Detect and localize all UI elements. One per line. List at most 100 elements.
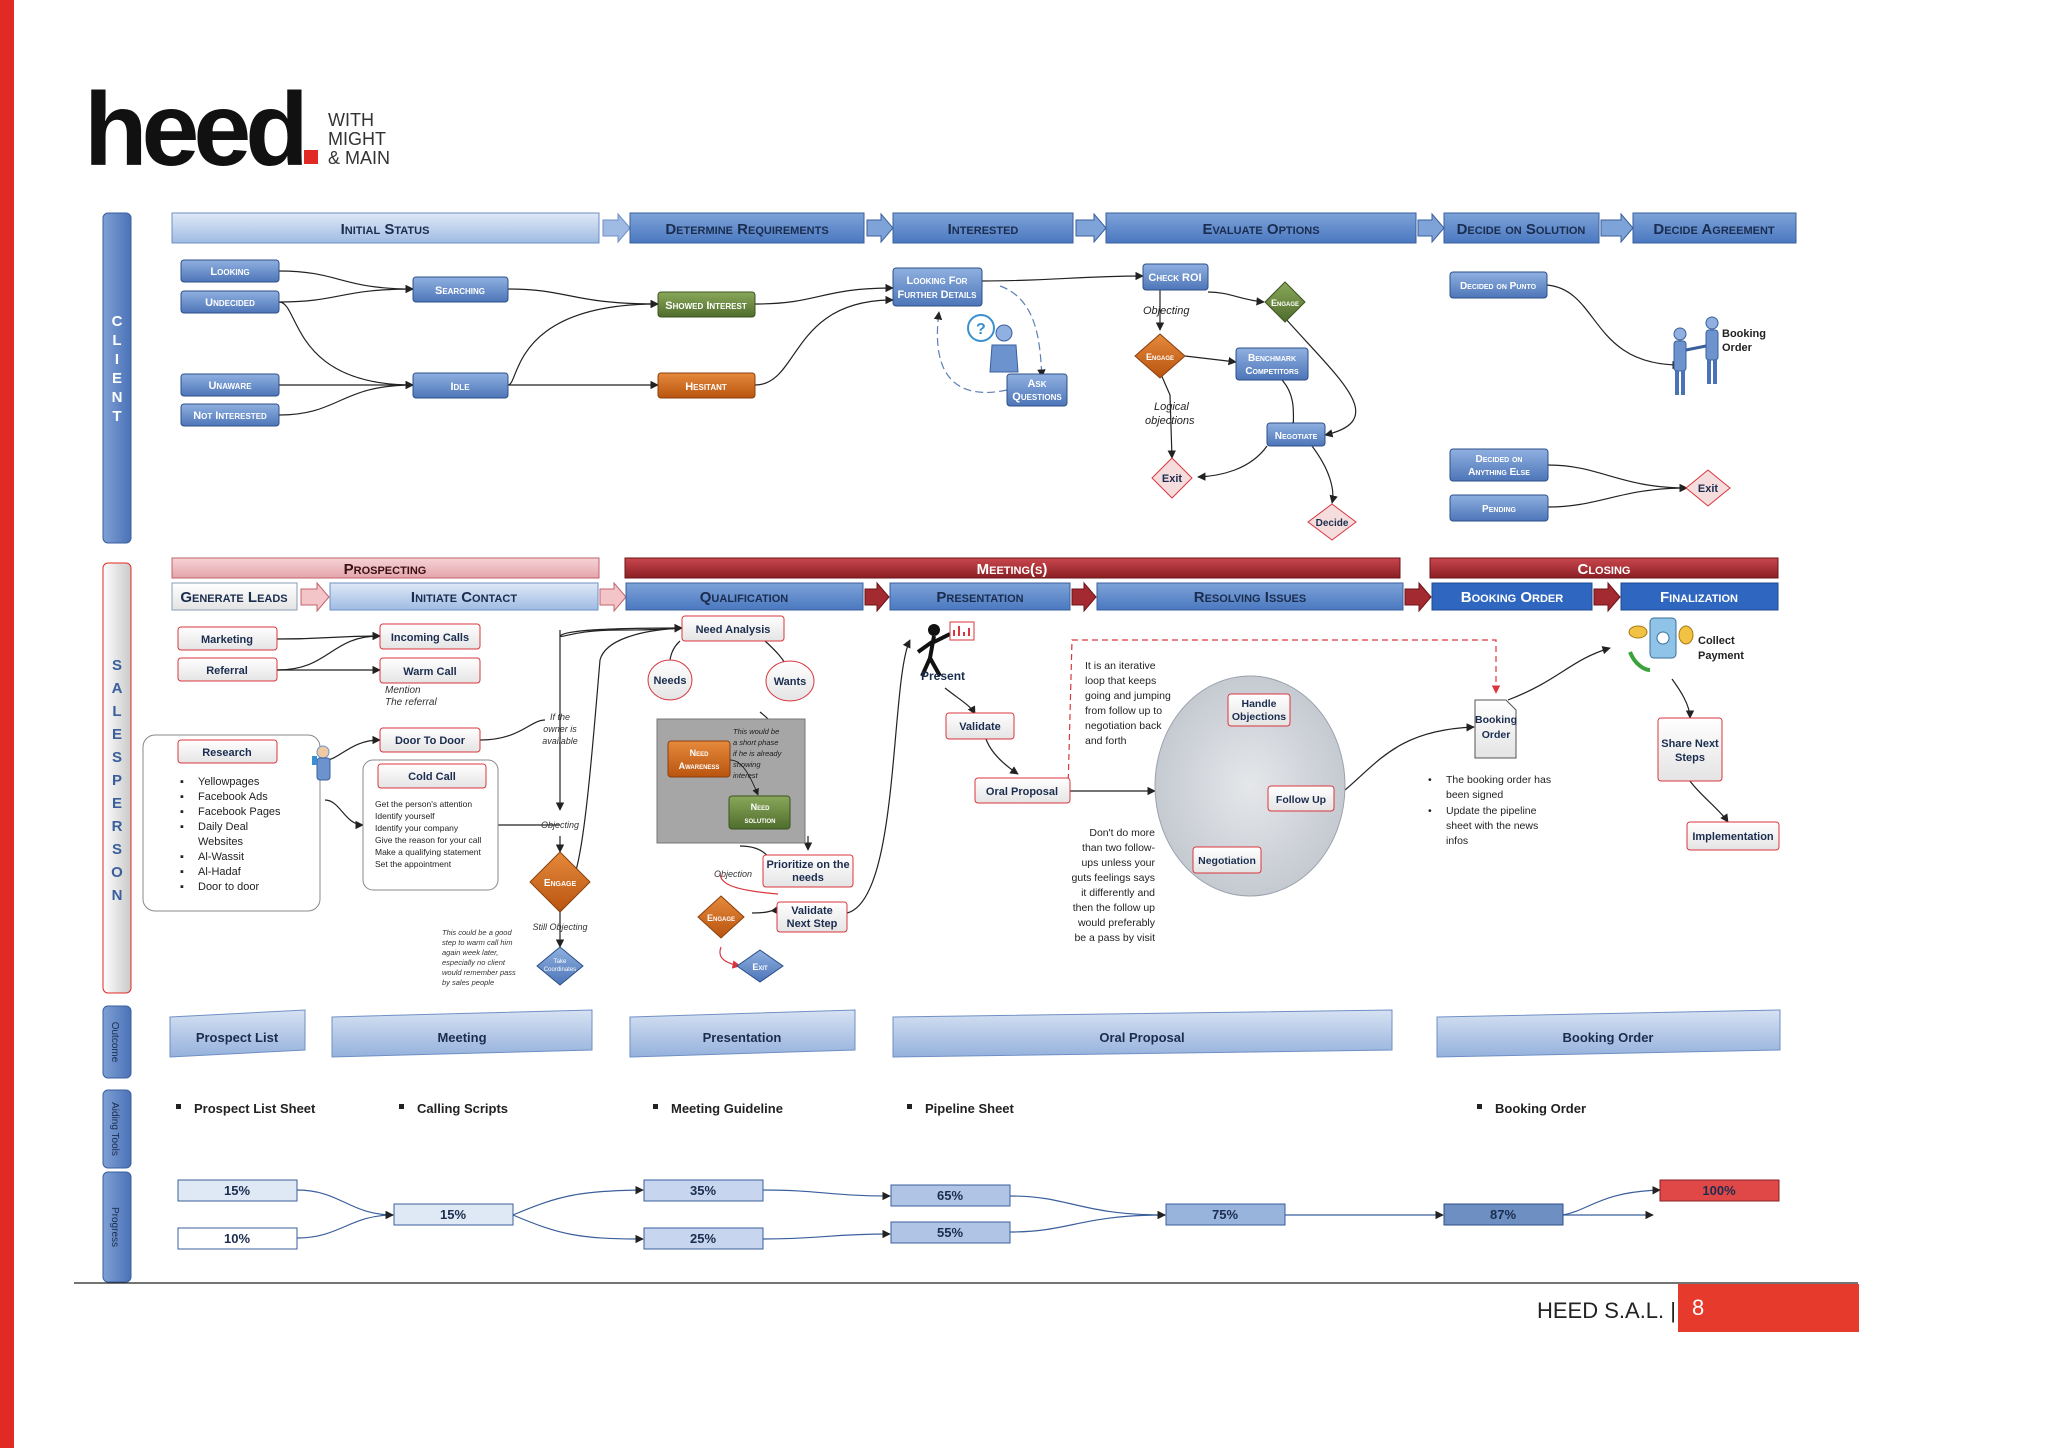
label-if-owner: If the [550,712,570,722]
research-item: Daily Deal [198,821,248,833]
svg-text:Oral Proposal: Oral Proposal [986,786,1058,798]
sales-stage-headers: Generate Leads Initiate Contact Qualific… [171,581,1779,613]
svg-text:Engage: Engage [1146,352,1174,362]
resolving-issues-loop: Handle Objections Follow Up Negotiation [1154,675,1346,897]
research-item: Facebook Ads [198,791,268,803]
node-marketing: Marketing [177,626,278,651]
svg-text:Anything Else: Anything Else [1468,467,1530,478]
phone-person-icon [312,745,331,781]
node-implementation: Implementation [1686,821,1780,851]
phase-prospecting-label: Prospecting [344,561,427,578]
node-need-analysis: Need Analysis [681,615,785,642]
footer-company: HEED S.A.L. | [1537,1298,1676,1323]
node-incoming-calls: Incoming Calls [379,623,481,650]
svg-text:Decide: Decide [1316,518,1349,529]
node-door-to-door: Door To Door [379,727,481,753]
label-if-owner: available [542,736,578,746]
svg-text:Further Details: Further Details [898,289,978,301]
label-collect-payment-1: Collect [1698,635,1735,647]
svg-text:Engage: Engage [544,878,577,889]
sales-header-finalization-label: Finalization [1660,589,1738,606]
svg-text:Searching: Searching [435,285,485,297]
label-objecting-sales: Objecting [541,820,579,830]
svg-text:Looking: Looking [210,266,249,278]
svg-text:step to warm call him: step to warm call him [442,938,512,947]
svg-text:L: L [112,332,121,349]
sales-header-generate-leads [171,582,298,611]
tool-prospect-list-sheet: Prospect List Sheet [194,1101,316,1116]
node-cold-call: Cold Call [408,771,456,783]
node-exit-sales: Exit [736,949,784,983]
client-header-decide-on-solution-label: Decide on Solution [1457,221,1586,238]
research-item: Websites [198,836,244,848]
stage-arrow [300,581,330,613]
stage-arrow [602,212,631,244]
svg-text:▪: ▪ [180,806,184,818]
client-header-decide-agreement [1632,212,1797,244]
outcome-oral-proposal: Oral Proposal [1099,1030,1184,1045]
research-item: Door to door [198,881,259,893]
svg-text:Warm Call: Warm Call [403,666,456,678]
sales-header-initiate-contact-label: Initiate Contact [411,589,517,606]
svg-text:Booking: Booking [1475,714,1517,726]
node-decided-on-punto: Decided on Punto [1449,271,1548,299]
svg-text:if he is already: if he is already [733,749,783,758]
svg-text:Wants: Wants [774,676,807,688]
node-looking: Looking [180,259,280,283]
tool-calling-scripts: Calling Scripts [417,1101,508,1116]
svg-text:showing: showing [733,760,761,769]
outcomes-row: Prospect List Meeting Presentation Oral … [169,1009,1781,1058]
svg-text:Need Analysis: Need Analysis [696,624,771,636]
svg-text:Decided on: Decided on [1476,454,1523,465]
svg-text:then the follow up: then the follow up [1073,902,1155,914]
svg-text:from follow up to: from follow up to [1085,705,1162,717]
svg-text:This could be a good: This could be a good [442,928,512,937]
label-booking-order-1: Booking [1722,328,1766,340]
lane-progress [102,1171,132,1283]
client-header-decide-on-solution [1443,212,1600,244]
handshake-icon [1673,316,1719,395]
phase-closing [1429,557,1779,579]
phase-closing-label: Closing [1577,561,1630,578]
client-header-decide-agreement-label: Decide Agreement [1653,221,1775,238]
progress-10: 10% [224,1231,250,1246]
svg-text:Referral: Referral [206,665,248,677]
logo-tagline-1: WITH [328,110,374,130]
lane-outcome [102,1005,132,1079]
booking-notes: •The booking order has been signed •Upda… [1428,774,1551,847]
lane-aiding-tools [102,1089,132,1169]
svg-text:•: • [1428,774,1432,786]
node-needs: Needs [647,659,693,701]
tool-pipeline-sheet: Pipeline Sheet [925,1101,1015,1116]
svg-text:Questions: Questions [1012,391,1062,403]
label-if-owner: owner is [543,724,577,734]
node-decided-anything-else: Decided on Anything Else [1449,448,1549,482]
svg-text:▪: ▪ [180,821,184,833]
svg-text:ups unless your: ups unless your [1081,857,1155,869]
node-engage-green: Engage [1264,281,1306,323]
progress-35: 35% [690,1183,716,1198]
logo-tagline-3: & MAIN [328,148,390,168]
svg-text:Prioritize on the: Prioritize on the [766,859,849,871]
cold-call-step: Give the reason for your call [375,835,481,845]
svg-text:•: • [1428,805,1432,817]
node-validate: Validate [945,712,1015,740]
node-hesitant: Hesitant [657,372,756,399]
sales-header-booking-order-label: Booking Order [1461,589,1564,606]
progress-55: 55% [937,1225,963,1240]
tool-booking-order: Booking Order [1495,1101,1586,1116]
progress-75: 75% [1212,1207,1238,1222]
stage-arrow [1071,581,1097,613]
tool-meeting-guideline: Meeting Guideline [671,1101,783,1116]
node-wants: Wants [765,660,815,702]
client-header-initial-status [171,212,600,244]
footer-page-number: 8 [1678,1284,1859,1332]
svg-text:The booking order has: The booking order has [1446,774,1551,786]
node-undecided: Undecided [180,290,280,314]
booking-order-document: Booking Order [1474,699,1517,759]
logo-tagline-2: MIGHT [328,129,386,149]
node-negotiate: Negotiate [1266,422,1326,447]
svg-text:▪: ▪ [180,791,184,803]
progress-87: 87% [1490,1207,1516,1222]
node-pending: Pending [1449,494,1549,522]
